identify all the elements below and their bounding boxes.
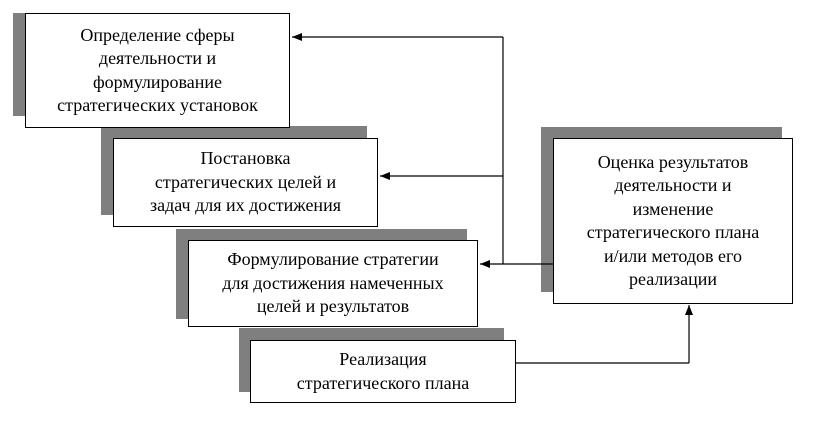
box-strategy-line-1: Формулирование стратегии <box>227 249 439 270</box>
box-definition-line-1: Определение сферы <box>80 24 235 45</box>
box-evaluation-line-1: Оценка результатов <box>597 151 749 172</box>
box-evaluation-line-5: и/или методов его <box>604 245 742 266</box>
box-evaluation-line-3: изменение <box>632 198 714 219</box>
box-definition-line-3: формулирование <box>92 71 223 92</box>
box-strategy-line-3: целей и результатов <box>256 296 410 317</box>
box-goals-line-1: Постановка <box>200 148 291 169</box>
box-implementation-line-1: Реализация <box>339 349 427 369</box>
box-evaluation-line-6: реализации <box>629 269 717 289</box>
box-definition: Определение сферы деятельности и формули… <box>25 13 290 128</box>
box-evaluation: Оценка результатов деятельности и измене… <box>553 138 793 304</box>
box-implementation: Реализация стратегического плана <box>250 340 516 403</box>
box-strategy-line-2: для достижения намеченных <box>222 272 444 293</box>
box-evaluation-line-2: деятельности и <box>614 175 732 195</box>
box-goals-line-2: стратегических целей и <box>154 171 337 192</box>
box-goals: Постановка стратегических целей и задач … <box>113 138 378 227</box>
box-definition-line-4: стратегических установок <box>57 95 258 115</box>
box-evaluation-line-4: стратегического плана <box>586 222 760 242</box>
box-definition-line-2: деятельности и <box>98 48 217 68</box>
box-goals-line-3: задач для их достижения <box>150 195 341 216</box>
box-strategy: Формулирование стратегии для достижения … <box>188 240 478 327</box>
box-implementation-line-2: стратегического плана <box>296 372 470 393</box>
